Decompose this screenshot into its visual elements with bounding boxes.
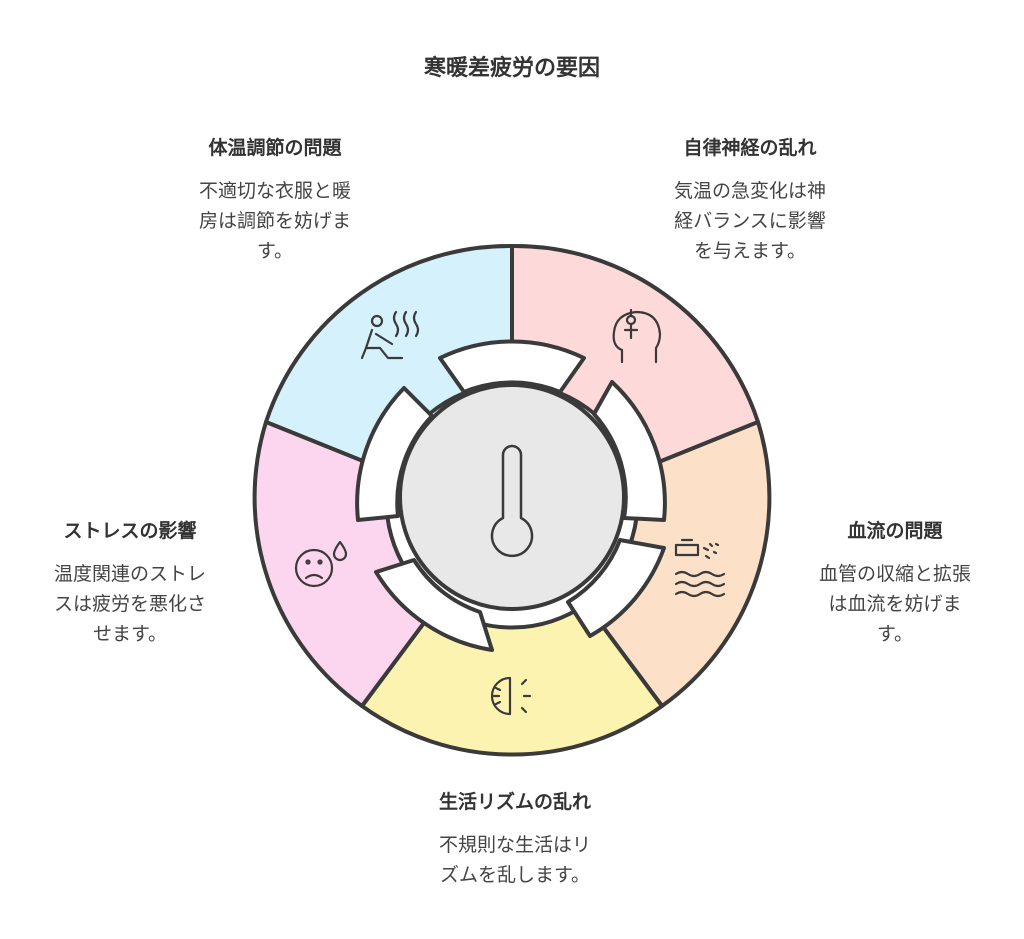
segment-autonomic xyxy=(510,243,760,474)
diagram-title: 寒暖差疲労の要因 xyxy=(423,56,600,81)
thermometer-icon xyxy=(490,444,534,558)
desc-line: を与えます。 xyxy=(693,240,807,262)
desc-line: は血流を妨げま xyxy=(828,593,962,615)
desc-line: ズムを乱します。 xyxy=(439,864,591,886)
desc-line: 不適切な衣服と暖 xyxy=(198,180,351,202)
segment-blood-flow xyxy=(584,420,772,708)
warm-person-icon xyxy=(360,310,420,360)
label-title: 生活リズムの乱れ xyxy=(438,791,591,813)
label-title: 自律神経の乱れ xyxy=(683,137,817,159)
label-stress: ストレスの影響 温度関連のストレ スは疲労を悪化さ せます。 xyxy=(20,516,240,649)
desc-line: 不規則な生活はリ xyxy=(438,834,591,856)
center-circle xyxy=(398,383,626,611)
label-description: 不適切な衣服と暖 房は調節を妨げま す。 xyxy=(160,176,390,266)
inner-ring xyxy=(355,339,667,652)
label-autonomic: 自律神経の乱れ 気温の急変化は神 経バランスに影響 を与えます。 xyxy=(630,133,870,266)
label-body-temp: 体温調節の問題 不適切な衣服と暖 房は調節を妨げま す。 xyxy=(160,133,390,266)
label-title: 血流の問題 xyxy=(847,520,943,542)
desc-line: 気温の急変化は神 xyxy=(673,180,826,202)
desc-line: スは疲労を悪化さ xyxy=(53,593,206,615)
head-nerve-icon xyxy=(612,308,662,364)
desc-line: す。 xyxy=(256,240,294,262)
desc-line: 血管の収縮と拡張 xyxy=(818,563,971,585)
label-rhythm: 生活リズムの乱れ 不規則な生活はリ ズムを乱します。 xyxy=(390,787,640,890)
label-description: 温度関連のストレ スは疲労を悪化さ せます。 xyxy=(20,559,240,649)
label-blood-flow: 血流の問題 血管の収縮と拡張 は血流を妨げま す。 xyxy=(785,516,1005,649)
desc-line: 経バランスに影響 xyxy=(674,210,826,232)
desc-line: 温度関連のストレ xyxy=(53,563,206,585)
label-title: ストレスの影響 xyxy=(63,520,197,542)
desc-line: 房は調節を妨げま xyxy=(198,210,351,232)
water-flow-icon xyxy=(674,538,726,598)
label-description: 不規則な生活はリ ズムを乱します。 xyxy=(390,830,640,890)
segment-rhythm xyxy=(360,602,664,757)
sad-face-icon xyxy=(294,540,348,588)
label-description: 気温の急変化は神 経バランスに影響 を与えます。 xyxy=(630,176,870,266)
desc-line: す。 xyxy=(876,623,914,645)
label-description: 血管の収縮と拡張 は血流を妨げま す。 xyxy=(785,559,1005,649)
half-sun-icon xyxy=(490,676,532,716)
label-title: 体温調節の問題 xyxy=(208,137,342,159)
desc-line: せます。 xyxy=(92,623,168,645)
